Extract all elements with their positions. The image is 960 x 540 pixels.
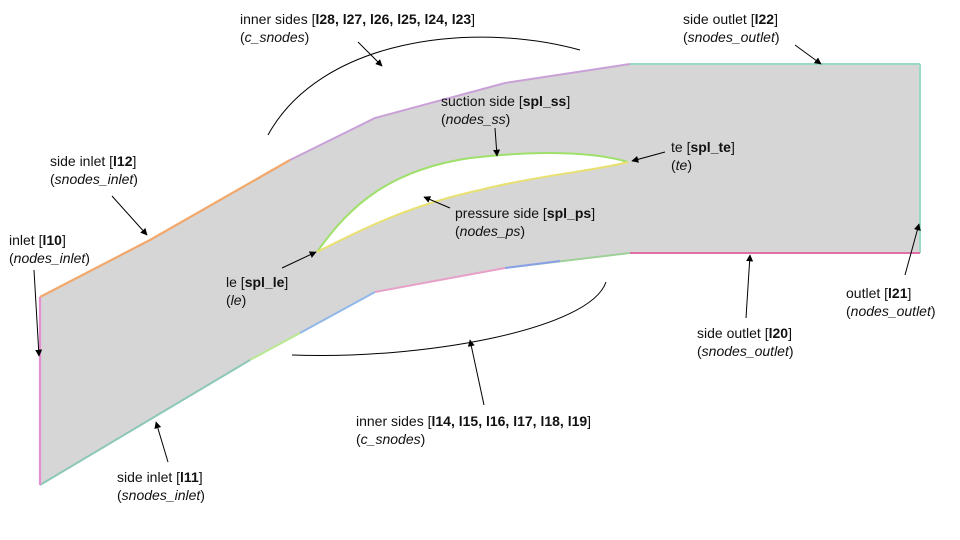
inner-bottom-edge-4 bbox=[299, 291, 376, 334]
label-side-outlet-top: side outlet [l22] (snodes_outlet) bbox=[683, 11, 780, 45]
side-inlet-bottom-edge bbox=[39, 359, 251, 486]
arrow-le bbox=[281, 251, 317, 269]
inner-top-edge bbox=[289, 63, 631, 161]
label-suction-side: suction side [spl_ss] (nodes_ss) bbox=[441, 93, 571, 127]
label-side-inlet-bottom: side inlet [l11] (snodes_inlet) bbox=[117, 469, 205, 503]
inner-bottom-edge-3 bbox=[374, 267, 506, 293]
arrow-suction bbox=[493, 127, 501, 157]
side-inlet-top-edge bbox=[39, 159, 291, 298]
label-te: te [spl_te] (te) bbox=[671, 139, 735, 173]
arrow-side-outlet-bottom bbox=[745, 254, 754, 319]
label-side-inlet-top: side inlet [l12] (snodes_inlet) bbox=[50, 153, 138, 187]
label-inlet: inlet [l10] (nodes_inlet) bbox=[9, 232, 90, 266]
label-inner-sides-bottom: inner sides [l14, l15, l16, l17, l18, l1… bbox=[356, 413, 592, 447]
arrow-pressure bbox=[423, 196, 451, 209]
pressure-side-curve bbox=[316, 161, 629, 253]
label-pressure-side: pressure side [spl_ps] (nodes_ps) bbox=[455, 205, 596, 239]
inner-bottom-edge-5 bbox=[249, 332, 301, 361]
suction-side-curve bbox=[316, 152, 629, 253]
label-side-outlet-bottom: side outlet [l20] (snodes_outlet) bbox=[697, 325, 794, 359]
flow-domain bbox=[40, 64, 920, 485]
arrow-inner-top bbox=[357, 41, 383, 67]
arrow-side-inlet-top bbox=[111, 195, 148, 236]
inner-top-brace bbox=[267, 36, 581, 136]
arrow-inner-bottom bbox=[467, 339, 485, 406]
inner-bottom-edge-2 bbox=[504, 260, 561, 269]
arrow-outlet bbox=[904, 223, 921, 276]
blade-profile bbox=[317, 153, 628, 252]
arrow-inlet bbox=[33, 269, 43, 357]
arrow-side-outlet-top bbox=[794, 44, 822, 65]
label-inner-sides-top: inner sides [l28, l27, l26, l25, l24, l2… bbox=[240, 11, 476, 45]
label-le: le [spl_le] (le) bbox=[226, 274, 289, 308]
arrow-te bbox=[631, 151, 666, 163]
inner-bottom-brace bbox=[291, 281, 607, 357]
arrow-side-inlet-bottom bbox=[154, 421, 169, 463]
label-outlet: outlet [l21] (nodes_outlet) bbox=[846, 285, 936, 319]
